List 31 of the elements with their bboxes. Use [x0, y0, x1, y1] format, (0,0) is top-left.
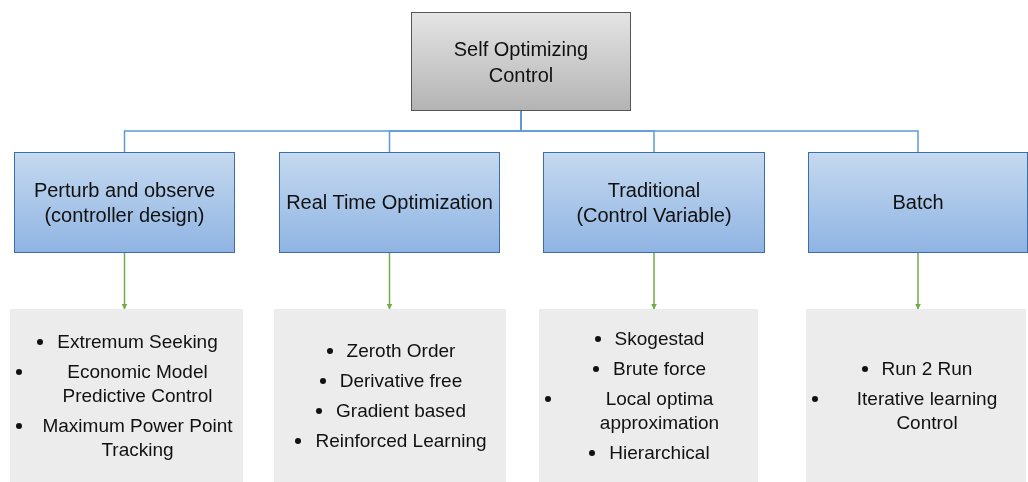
list-item: Local optima approximation [599, 387, 720, 433]
list-item: Maximum Power Point Tracking [42, 414, 233, 460]
arrow [651, 252, 657, 310]
box-label: Batch [892, 190, 944, 215]
list-item: Reinforced Learning [315, 429, 487, 451]
box-label: Real Time Optimization [286, 190, 493, 215]
list-panel [10, 309, 243, 482]
process-box [543, 152, 765, 253]
arrow [386, 252, 393, 310]
arrow [915, 252, 921, 310]
process-box [14, 152, 235, 253]
list-item: Economic Model Predictive Control [62, 360, 213, 406]
process-box [279, 152, 500, 253]
list-item: Extremum Seeking [57, 330, 218, 352]
box-label: Self Optimizing Control [452, 36, 590, 88]
list-panel [806, 309, 1026, 482]
box-label: Perturb and observe (controller design) [32, 177, 217, 228]
process-box [808, 152, 1028, 253]
list-item: Iterative learning Control [856, 387, 998, 433]
list-item: Derivative free [339, 369, 463, 391]
list-item: Zeroth Order [346, 339, 456, 361]
list-panel [274, 309, 506, 482]
list-item: Hierarchical [609, 441, 710, 463]
list-panel [539, 309, 758, 482]
box-label: Traditional (Control Variable) [575, 177, 733, 228]
list-item: Run 2 Run [881, 357, 973, 379]
process-box [411, 12, 631, 111]
arrow [121, 252, 128, 310]
list-item: Brute force [613, 357, 706, 379]
list-item: Skogestad [614, 327, 705, 349]
list-item: Gradient based [336, 399, 466, 421]
